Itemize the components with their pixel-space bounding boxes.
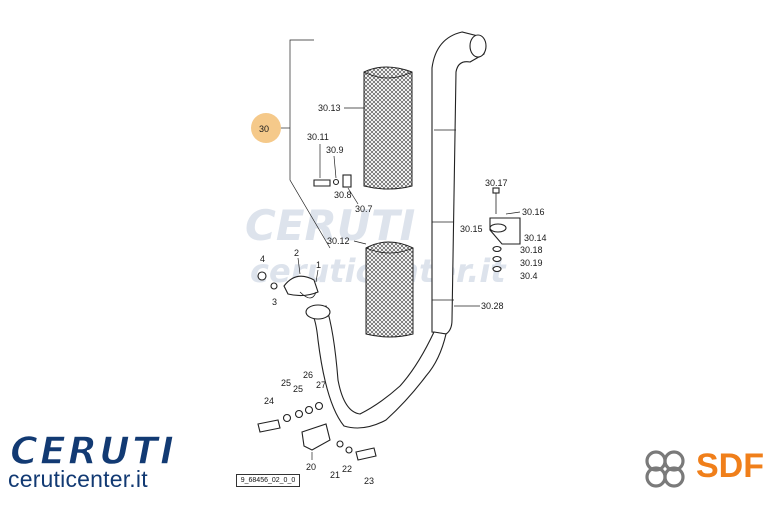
lower-shield-rim [365,247,414,254]
bolt-23 [355,447,377,461]
nut-4 [257,271,267,281]
label-30-18: 30.18 [520,245,543,255]
label-21: 21 [330,470,340,480]
drawing-reference-code: 9_68456_02_0_0 [236,474,300,487]
label-23: 23 [364,476,374,486]
ceruti-logo: CERUTI [10,432,176,472]
label-30-28: 30.28 [481,301,504,311]
lower-heat-shield [365,241,414,338]
bolt-24 [257,419,281,433]
sdf-symbol-icon [645,450,685,488]
exhaust-outlet [469,34,487,58]
leader-30-16 [505,211,521,215]
ceruti-site: ceruticenter.it [8,466,148,492]
leader-2 [297,257,301,275]
leader-30-12 [353,240,367,245]
washer-3 [270,282,278,290]
label-27: 27 [316,380,326,390]
label-30-8: 30.8 [334,190,352,200]
label-30-15: 30.15 [460,224,483,234]
group-bracket [289,39,331,249]
label-30-4: 30.4 [520,271,538,281]
exhaust-pipe-upper [431,31,485,335]
label-1: 1 [316,260,321,270]
upper-shield-rim [363,71,413,79]
sdf-logo-text: SDF [696,447,764,485]
nut-27 [314,401,324,411]
clamp-30-15 [489,223,507,233]
label-30-17: 30.17 [485,178,508,188]
leader-30-9 [333,155,337,179]
label-30-19: 30.19 [520,258,543,268]
label-30-13: 30.13 [318,103,341,113]
label-4: 4 [260,254,265,264]
nut-26 [304,405,314,415]
label-25-b: 25 [293,384,303,394]
washer-30-19 [492,255,502,263]
clamp-2 [283,275,319,297]
label-30: 30 [259,124,269,134]
label-30-14: 30.14 [524,233,547,243]
label-2: 2 [294,248,299,258]
pipe-inlet [305,304,331,320]
group-highlight-circle [251,113,281,143]
leader-1 [315,269,319,283]
u-bolt-1 [299,291,317,299]
bracket-30-7 [342,174,352,188]
washer-30-9 [332,178,340,186]
label-30-11: 30.11 [307,132,329,142]
bolt-head-30-17 [492,187,500,194]
label-3: 3 [272,297,277,307]
label-26: 26 [303,370,313,380]
label-24: 24 [264,396,274,406]
bolt-30-11 [313,179,331,187]
label-30-7: 30.7 [355,204,373,214]
label-30-12: 30.12 [327,236,350,246]
washer-22 [345,446,353,454]
label-22: 22 [342,464,352,474]
ceruti-logo-text: CERUTI [10,432,176,472]
label-25-a: 25 [281,378,291,388]
leader-30-7 [347,187,359,205]
washer-25b [294,409,304,419]
exhaust-pipe-lower [311,305,447,429]
label-30-9: 30.9 [326,145,344,155]
upper-heat-shield [363,66,413,190]
washer-25 [282,413,292,423]
washer-30-18 [492,245,502,253]
sdf-logo [645,450,685,488]
label-30-16: 30.16 [522,207,545,217]
bracket-20 [301,423,331,451]
washer-21 [336,440,344,448]
nut-30-4 [492,265,502,273]
label-20: 20 [306,462,316,472]
